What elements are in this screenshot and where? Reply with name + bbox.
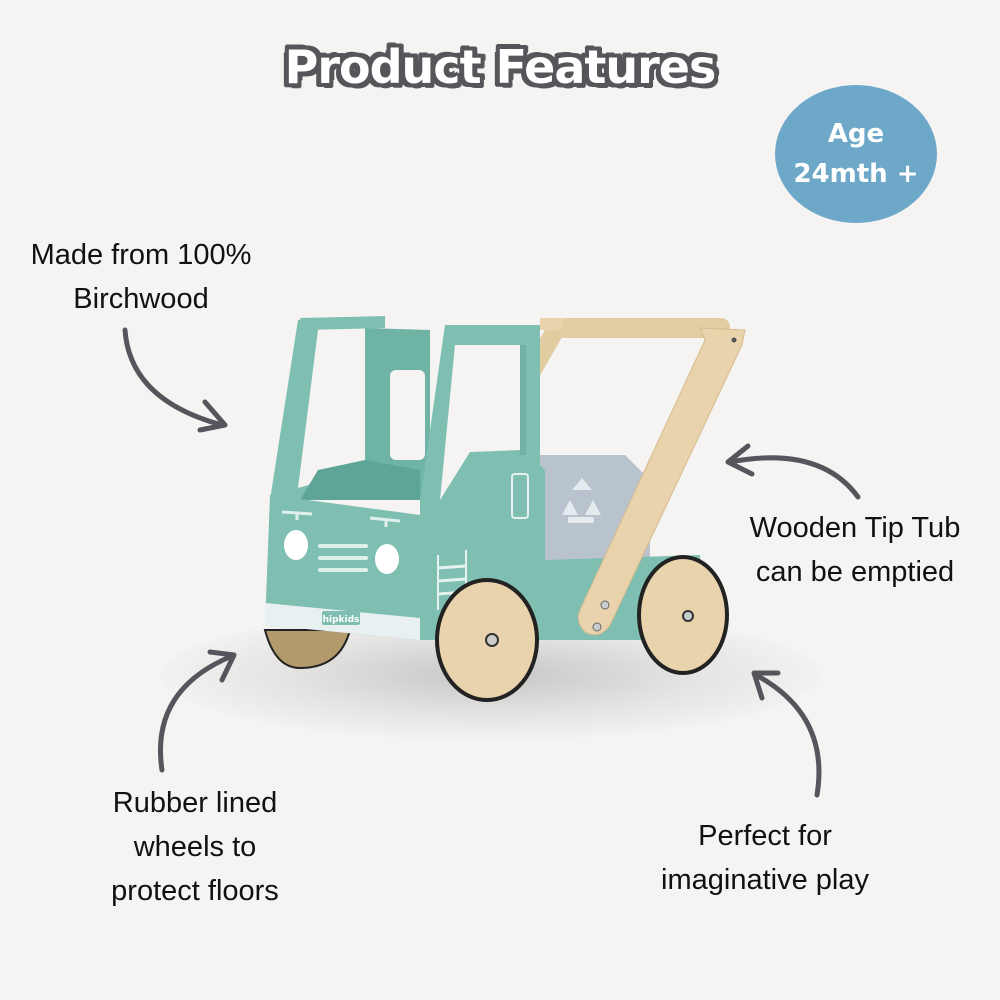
feature-imaginative-play-line2: imaginative play xyxy=(661,864,869,896)
feature-birchwood-line2: Birchwood xyxy=(73,283,209,315)
feature-birchwood-line1: Made from 100% xyxy=(30,239,252,271)
feature-tip-tub: Wooden Tip Tub can be emptied xyxy=(715,506,995,594)
feature-rubber-wheels: Rubber lined wheels to protect floors xyxy=(70,781,320,913)
feature-imaginative-play: Perfect for imaginative play xyxy=(620,814,910,902)
feature-birchwood: Made from 100% Birchwood xyxy=(0,233,282,321)
feature-rubber-wheels-line1: Rubber lined xyxy=(112,787,278,819)
recycle-icon xyxy=(562,478,601,523)
feature-rubber-wheels-line3: protect floors xyxy=(111,875,279,907)
curved-arrow-up-left-icon xyxy=(751,670,822,798)
curved-arrow-left-icon xyxy=(725,443,861,500)
feature-imaginative-play-line1: Perfect for xyxy=(698,820,832,852)
feature-tip-tub-line1: Wooden Tip Tub xyxy=(749,512,961,544)
product-image: hipkids xyxy=(263,316,746,702)
svg-text:hipkids: hipkids xyxy=(323,615,360,625)
curved-arrow-down-right-icon xyxy=(122,327,228,433)
page-title: Product Features xyxy=(284,40,717,94)
curved-arrow-up-right-icon xyxy=(158,649,237,773)
age-badge: Age 24mth + xyxy=(775,85,937,223)
feature-rubber-wheels-line2: wheels to xyxy=(133,831,257,863)
feature-tip-tub-line2: can be emptied xyxy=(755,556,955,588)
age-badge-line2: 24mth + xyxy=(793,159,919,189)
age-badge-line1: Age xyxy=(827,119,885,149)
